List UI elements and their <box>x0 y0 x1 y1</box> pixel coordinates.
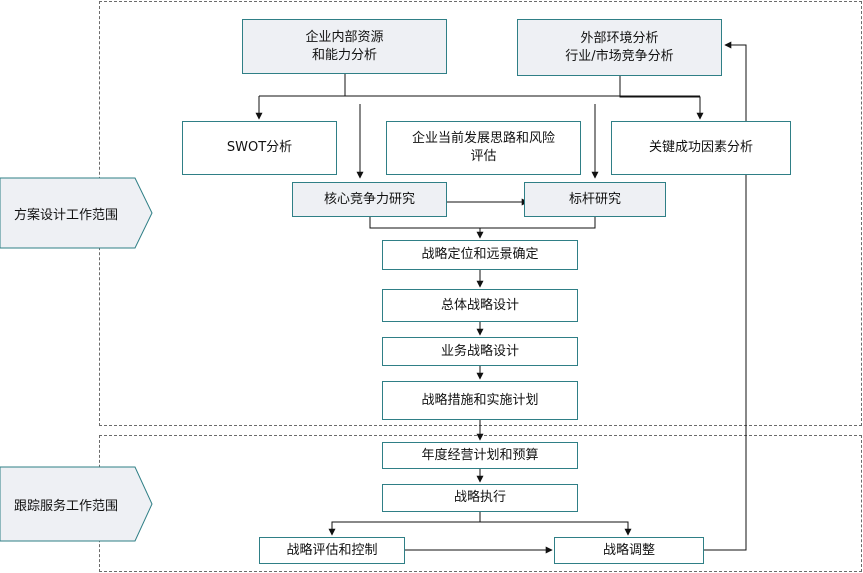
execution-node: 战略执行 <box>382 484 578 512</box>
evaluation-node: 战略评估和控制 <box>259 537 405 564</box>
connector-external-down <box>619 76 704 120</box>
connector-execute-adjust <box>480 521 632 536</box>
service-scope-label: 跟踪服务工作范围 <box>14 498 119 514</box>
service-scope-tag-shape <box>0 466 153 542</box>
design-scope-tag-shape <box>0 177 153 249</box>
business-strategy-node: 业务战略设计 <box>382 337 578 366</box>
connector-execute-split <box>328 512 481 536</box>
positioning-node: 战略定位和远景确定 <box>382 240 578 270</box>
risk-assessment-node: 企业当前发展思路和风险 评估 <box>386 121 581 175</box>
external-analysis-node: 外部环境分析 行业/市场竞争分析 <box>517 19 722 76</box>
connector-core-merge <box>369 217 596 229</box>
annual-plan-node: 年度经营计划和预算 <box>382 442 578 469</box>
benchmark-node: 标杆研究 <box>524 182 666 217</box>
overall-strategy-node: 总体战略设计 <box>382 289 578 322</box>
internal-analysis-node: 企业内部资源 和能力分析 <box>242 19 447 74</box>
connector-feedback-loop <box>704 41 747 551</box>
core-competence-node: 核心竞争力研究 <box>292 182 447 217</box>
adjustment-node: 战略调整 <box>554 537 704 564</box>
ksf-analysis-node: 关键成功因素分析 <box>611 121 791 175</box>
design-scope-label: 方案设计工作范围 <box>14 207 119 223</box>
measures-plan-node: 战略措施和实施计划 <box>382 381 578 420</box>
swot-node: SWOT分析 <box>182 121 337 175</box>
